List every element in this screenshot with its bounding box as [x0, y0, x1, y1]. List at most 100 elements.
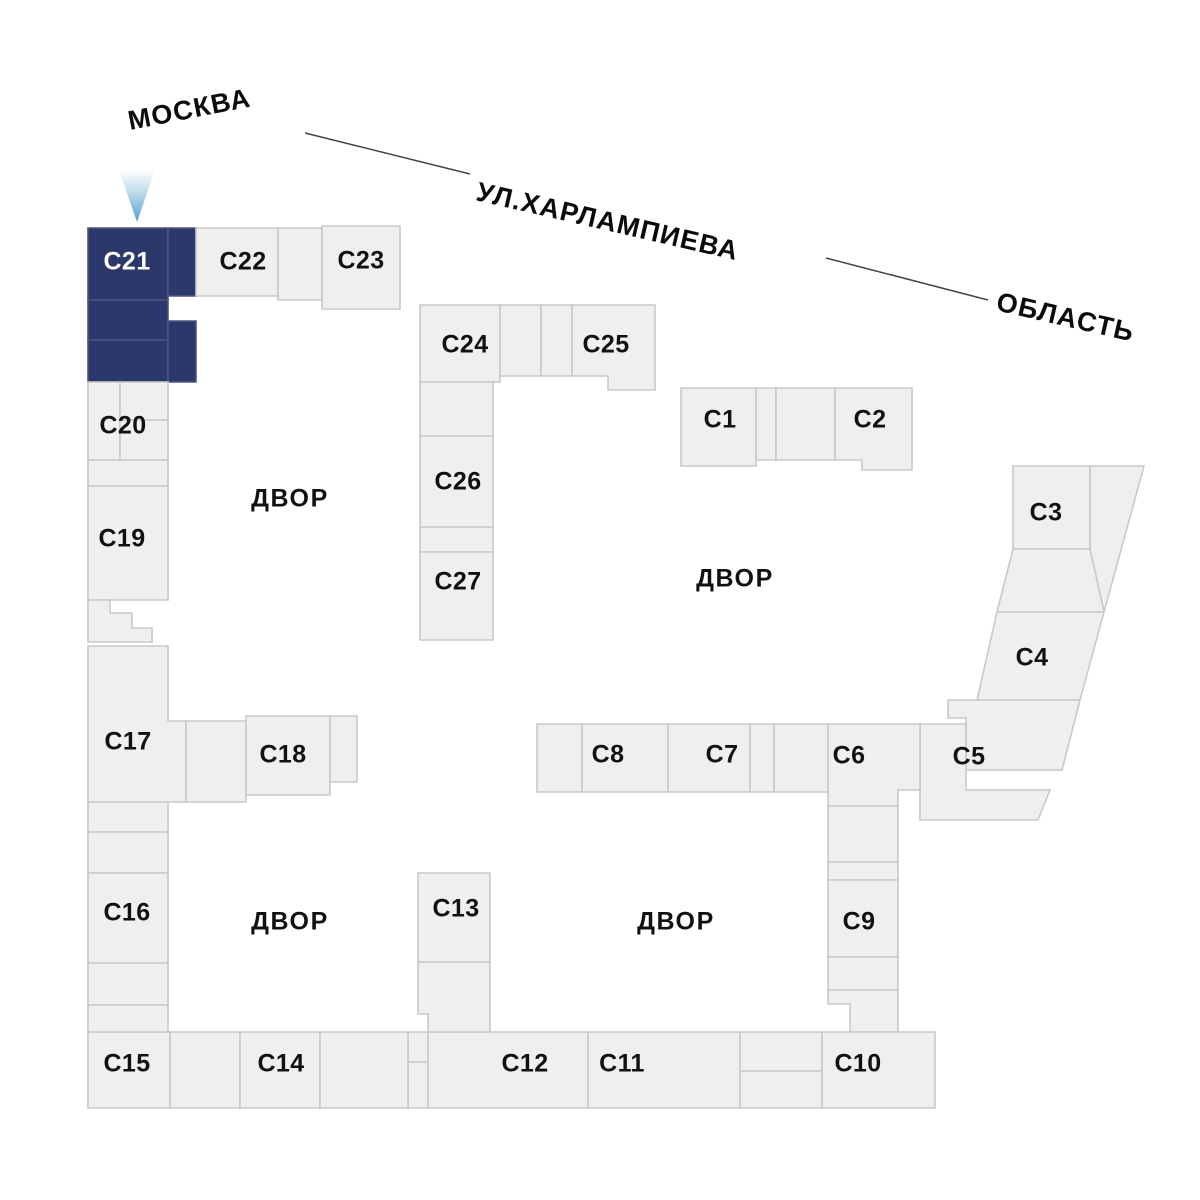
section-c5-part-2[interactable]: [919, 723, 1052, 821]
section-c12-part-2[interactable]: [407, 1061, 429, 1109]
section-label-c22: C22: [219, 248, 266, 276]
section-c3[interactable]: [1012, 465, 1146, 613]
section-c4-part-1[interactable]: [995, 548, 1105, 613]
section-c20-part-4[interactable]: [87, 459, 169, 487]
section-label-c1: C1: [704, 406, 737, 434]
section-c10-part-3[interactable]: [821, 1031, 936, 1109]
section-label-c4: C4: [1016, 644, 1049, 672]
section-c27-part-2[interactable]: [419, 551, 494, 641]
section-c21-part-5[interactable]: [167, 320, 197, 383]
section-c27[interactable]: [419, 526, 494, 641]
section-c10[interactable]: [739, 1031, 936, 1109]
section-label-c21: C21: [103, 248, 150, 276]
section-c8-part-1[interactable]: [536, 723, 583, 793]
building-blocks-layer[interactable]: [87, 225, 1146, 1109]
section-label-c23: C23: [337, 247, 384, 275]
street-label-moskva: МОСКВА: [125, 83, 253, 136]
section-label-c26: C26: [434, 468, 481, 496]
section-label-c25: C25: [582, 331, 629, 359]
section-label-c7: C7: [706, 741, 739, 769]
section-label-c15: C15: [103, 1050, 150, 1078]
section-c1[interactable]: [680, 387, 777, 467]
section-c18-part-2[interactable]: [245, 715, 331, 796]
section-c17[interactable]: [87, 645, 187, 803]
section-c14[interactable]: [169, 1031, 409, 1109]
section-c16-part-5[interactable]: [87, 1004, 169, 1033]
section-c19-part-2[interactable]: [87, 599, 153, 643]
section-label-c9: C9: [843, 908, 876, 936]
section-c2-part-1[interactable]: [775, 387, 836, 461]
section-c1-part-2[interactable]: [755, 387, 777, 461]
section-label-c19: C19: [98, 525, 145, 553]
section-c16-part-4[interactable]: [87, 962, 169, 1006]
section-c23[interactable]: [321, 225, 401, 310]
section-c25-part-1[interactable]: [540, 304, 573, 377]
section-c10-part-1[interactable]: [739, 1031, 823, 1072]
section-c13-part-2[interactable]: [417, 961, 491, 1033]
section-c25-part-2[interactable]: [571, 304, 656, 391]
section-c6-part-1[interactable]: [773, 723, 829, 793]
section-c5[interactable]: [919, 699, 1082, 821]
section-c10-part-2[interactable]: [739, 1070, 823, 1109]
section-c24-part-1[interactable]: [419, 304, 501, 383]
section-c26[interactable]: [419, 381, 494, 528]
section-c16[interactable]: [87, 801, 169, 1033]
section-c18[interactable]: [185, 715, 358, 803]
section-c12-part-3[interactable]: [427, 1031, 589, 1109]
section-c23-part-1[interactable]: [321, 225, 401, 310]
leader-left: [304, 132, 471, 175]
section-c8-part-2[interactable]: [581, 723, 669, 793]
section-c7[interactable]: [667, 723, 775, 793]
section-c24[interactable]: [419, 304, 542, 383]
section-c25[interactable]: [540, 304, 656, 391]
street-leader-lines: [304, 132, 989, 301]
section-c14-part-1[interactable]: [169, 1031, 241, 1109]
section-c17-part-1[interactable]: [87, 645, 187, 803]
section-c9-part-1[interactable]: [827, 805, 899, 863]
section-label-c5: C5: [953, 743, 986, 771]
section-c12[interactable]: [407, 1031, 589, 1109]
section-c21[interactable]: [87, 227, 197, 383]
section-c27-part-1[interactable]: [419, 526, 494, 553]
section-c26-part-1[interactable]: [419, 381, 494, 437]
location-marker-layer: [119, 170, 155, 222]
section-c19[interactable]: [87, 485, 169, 643]
section-c22-part-2[interactable]: [277, 227, 323, 301]
section-c9-part-4[interactable]: [827, 956, 899, 991]
section-label-c16: C16: [103, 899, 150, 927]
section-c16-part-2[interactable]: [87, 831, 169, 874]
section-c1-part-1[interactable]: [680, 387, 757, 467]
section-c18-part-1[interactable]: [185, 720, 247, 803]
street-label-harlampieva: УЛ.ХАРЛАМПИЕВА: [474, 177, 742, 267]
section-label-c13: C13: [432, 895, 479, 923]
section-c2[interactable]: [775, 387, 913, 471]
section-c22[interactable]: [195, 227, 323, 301]
section-label-c6: C6: [833, 742, 866, 770]
section-c9-part-2[interactable]: [827, 861, 899, 881]
yard-label-yard-top-right: ДВОР: [696, 565, 774, 593]
section-c7-part-2[interactable]: [749, 723, 775, 793]
section-c18-part-3[interactable]: [329, 715, 358, 783]
section-label-c2: C2: [854, 406, 887, 434]
section-c12-part-1[interactable]: [407, 1031, 429, 1063]
section-c9[interactable]: [827, 805, 899, 1033]
section-label-c14: C14: [257, 1050, 304, 1078]
section-c16-part-1[interactable]: [87, 801, 169, 833]
section-c21-part-4[interactable]: [87, 339, 169, 383]
section-c2-part-2[interactable]: [834, 387, 913, 471]
section-c24-part-2[interactable]: [499, 304, 542, 377]
section-c20[interactable]: [87, 381, 169, 487]
section-c21-part-3[interactable]: [87, 299, 169, 341]
section-c21-part-2[interactable]: [167, 227, 197, 297]
section-c6[interactable]: [773, 723, 921, 807]
section-c9-part-5[interactable]: [827, 989, 899, 1033]
section-c13[interactable]: [417, 872, 491, 1033]
section-c14-part-3[interactable]: [319, 1031, 409, 1109]
section-c8[interactable]: [536, 723, 669, 793]
section-c4[interactable]: [975, 548, 1106, 701]
section-label-c10: C10: [834, 1050, 881, 1078]
